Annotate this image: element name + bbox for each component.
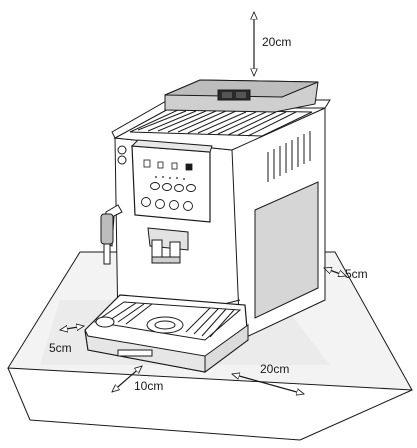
coffee-spout xyxy=(147,227,189,264)
power-button xyxy=(117,145,127,165)
right-clearance-arrow xyxy=(324,268,346,276)
control-panel xyxy=(131,145,211,223)
right-clearance-label: 5cm xyxy=(345,267,368,281)
button-row-2 xyxy=(141,197,193,211)
coffee-machine xyxy=(84,79,331,373)
side-clearance-arrow xyxy=(232,374,304,394)
steam-wand xyxy=(100,204,123,265)
drink-icons xyxy=(143,159,193,171)
indicator-dots xyxy=(155,176,185,180)
side-clearance-label: 20cm xyxy=(260,362,289,376)
left-clearance-label: 5cm xyxy=(49,341,72,355)
front-clearance-arrow xyxy=(112,366,142,392)
top-clearance-label: 20cm xyxy=(262,35,291,49)
left-clearance-arrow xyxy=(60,326,84,330)
button-row-1 xyxy=(150,182,196,192)
front-clearance-label: 10cm xyxy=(134,379,163,393)
